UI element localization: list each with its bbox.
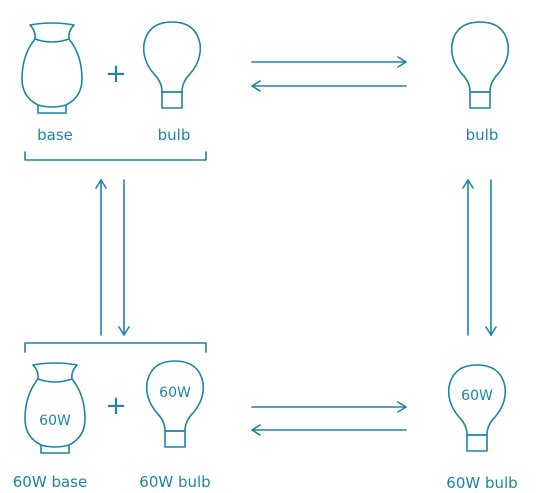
vertical-arrows-right <box>462 179 497 336</box>
label-base: base <box>37 126 73 144</box>
bulb-60w-mark-right: 60W <box>461 388 493 404</box>
label-60w-base: 60W base <box>13 473 87 491</box>
base-60w-mark: 60W <box>39 413 71 429</box>
equilibrium-arrows-bottom <box>251 401 407 436</box>
label-bulb-right: bulb <box>466 126 499 144</box>
plus-operator-bottom: + <box>105 391 127 421</box>
bulb-60w-icon-right <box>447 364 507 452</box>
bulb-icon-right <box>450 21 510 109</box>
bulb-icon <box>142 21 202 109</box>
equilibrium-arrows-top <box>251 56 407 92</box>
label-60w-bulb-left: 60W bulb <box>139 473 210 491</box>
bulb-60w-mark-left: 60W <box>159 385 191 401</box>
label-60w-bulb-right: 60W bulb <box>446 474 517 492</box>
label-bulb: bulb <box>158 126 191 144</box>
vertical-arrows-left <box>95 179 130 336</box>
plus-operator-top: + <box>105 59 127 89</box>
vase-icon <box>21 22 83 114</box>
bracket-top <box>24 151 207 161</box>
bulb-60w-icon <box>145 360 205 448</box>
vase-60w-icon <box>24 362 86 454</box>
bracket-bottom <box>24 342 207 353</box>
